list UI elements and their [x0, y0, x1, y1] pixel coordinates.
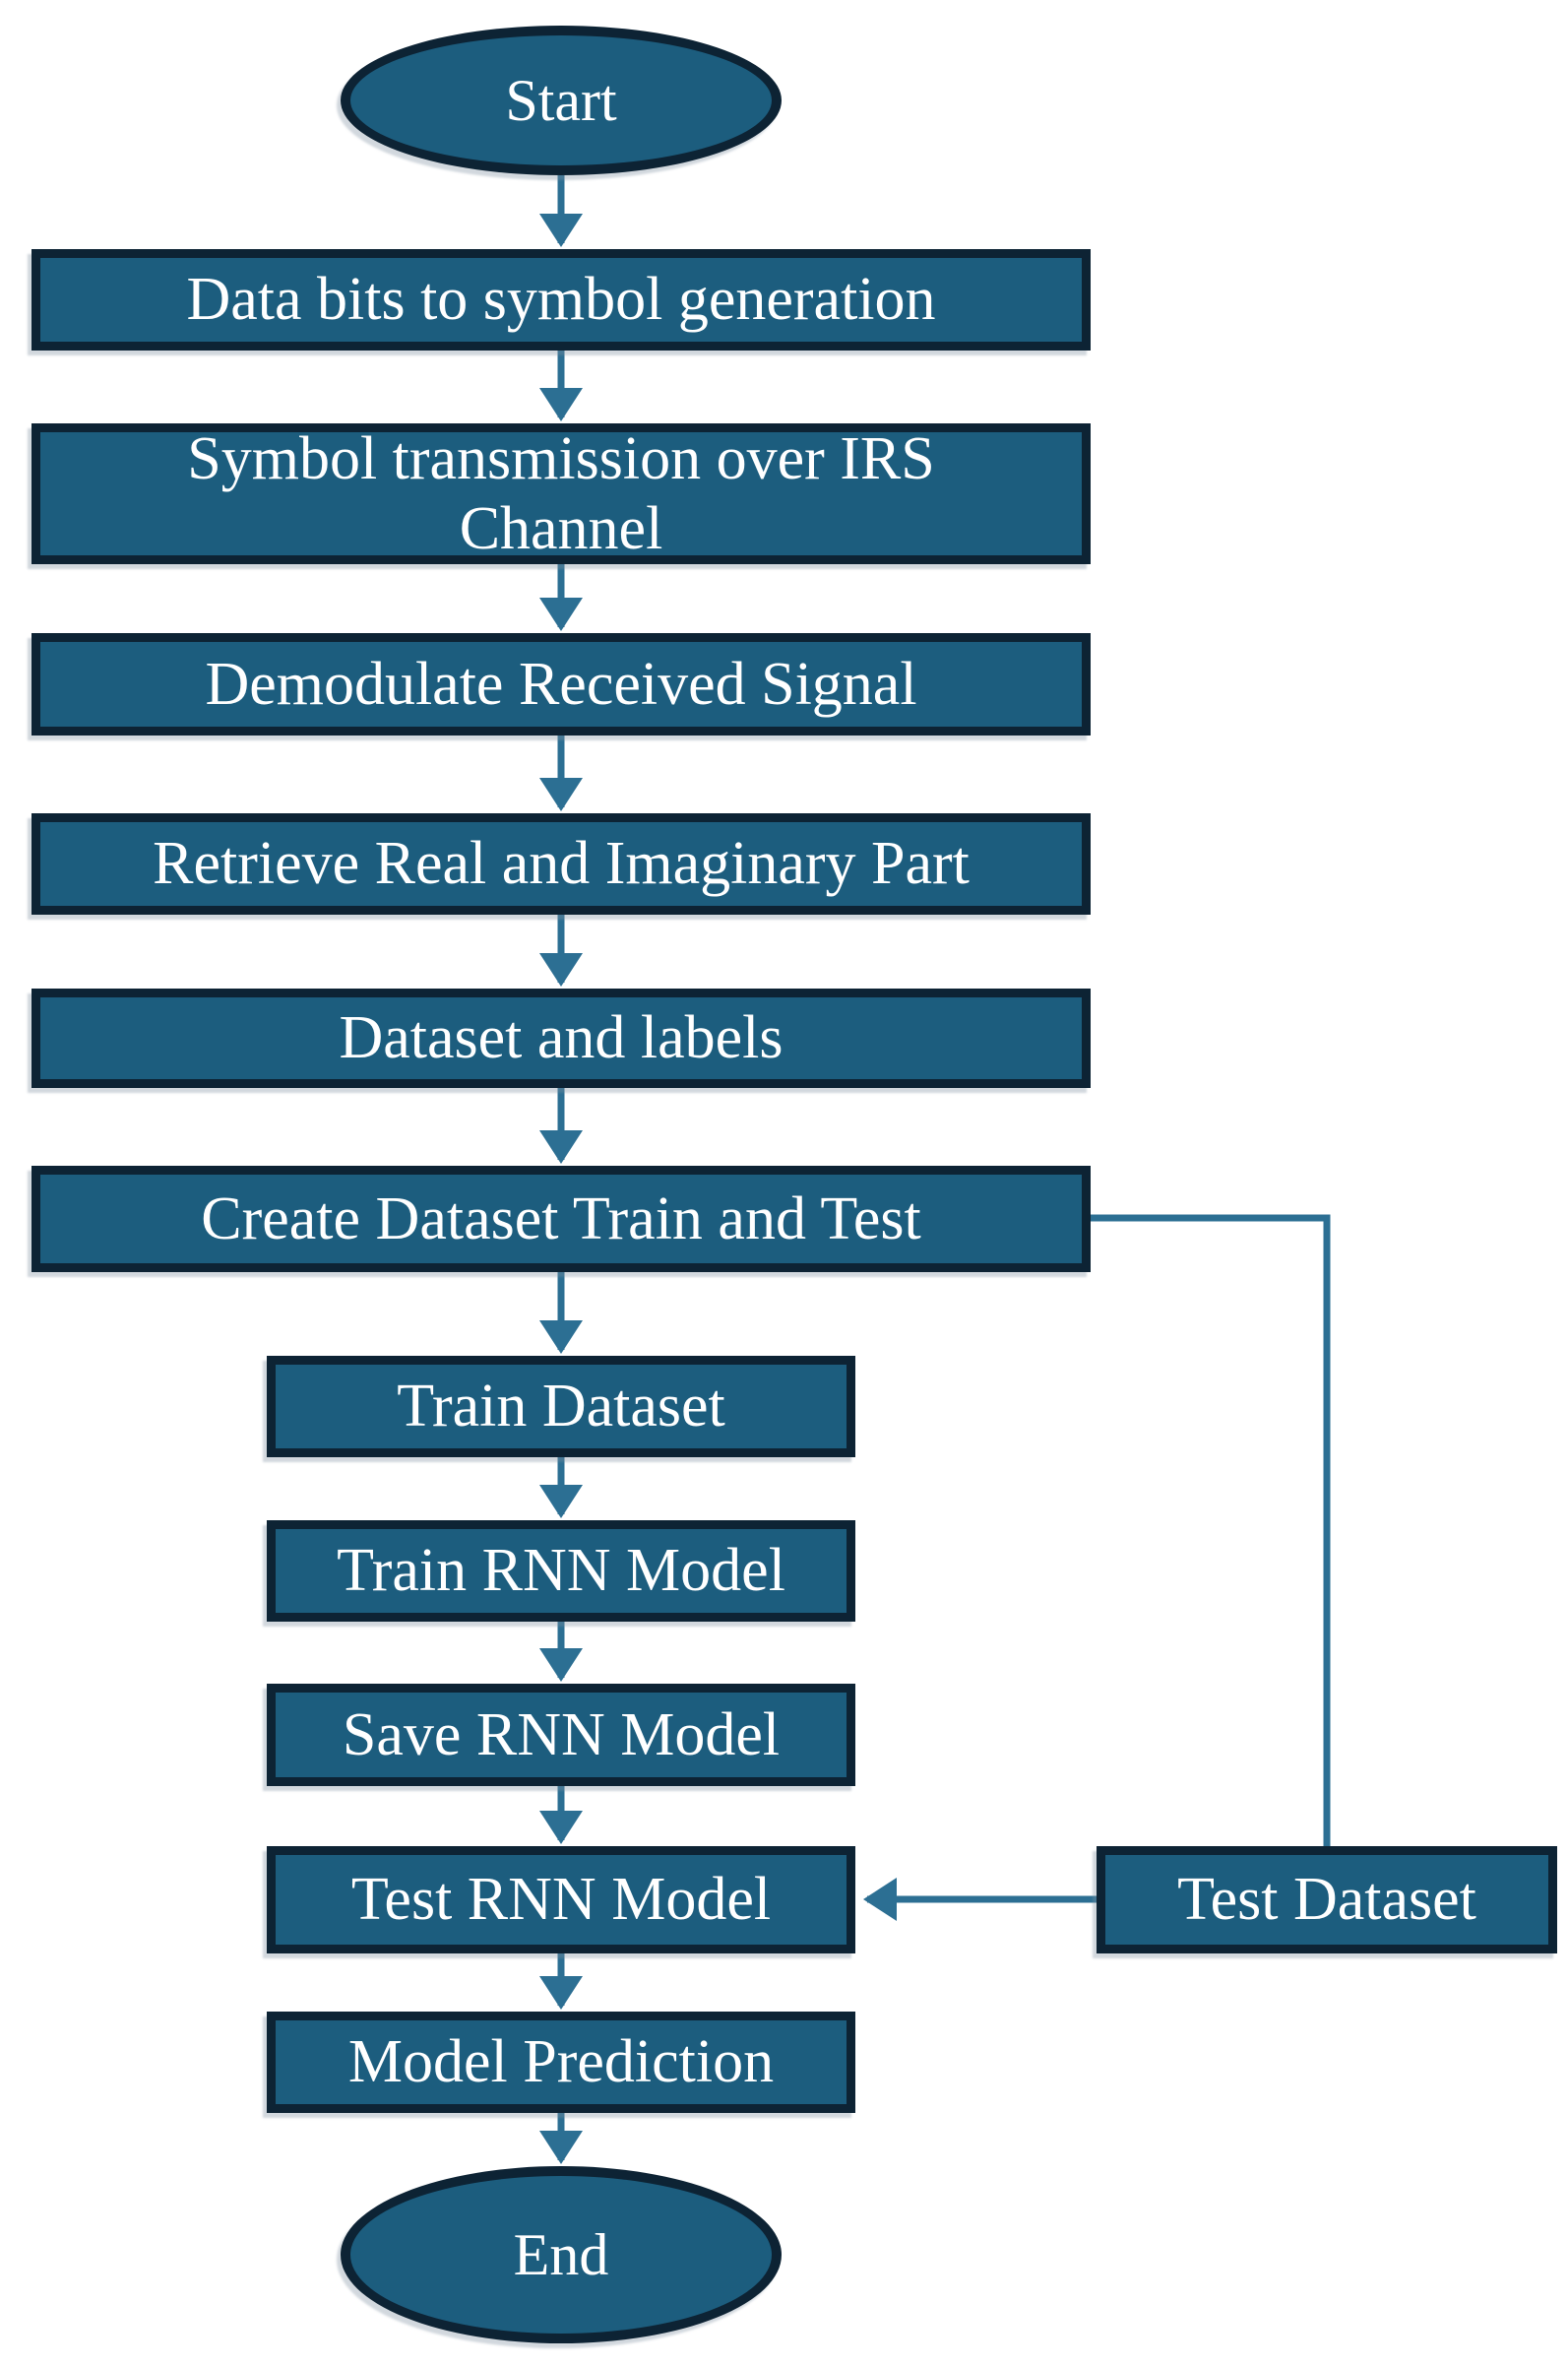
node-model-prediction-label: Model Prediction	[347, 2028, 775, 2095]
node-test-dataset: Test Dataset	[1097, 1846, 1557, 1953]
node-model-prediction: Model Prediction	[267, 2012, 855, 2113]
node-test-rnn-label: Test RNN Model	[350, 1866, 772, 1933]
node-demodulate-label: Demodulate Received Signal	[205, 650, 917, 718]
node-end-label: End	[513, 2221, 609, 2287]
node-start-label: Start	[505, 67, 617, 133]
node-end: End	[341, 2166, 782, 2343]
node-save-rnn-label: Save RNN Model	[342, 1700, 781, 1768]
node-demodulate: Demodulate Received Signal	[31, 633, 1091, 736]
node-create-dataset-label: Create Dataset Train and Test	[201, 1184, 921, 1252]
node-symbol-transmission: Symbol transmission over IRS Channel	[31, 423, 1091, 564]
node-dataset-labels: Dataset and labels	[31, 989, 1091, 1088]
node-train-rnn: Train RNN Model	[267, 1520, 855, 1622]
edge-create-dataset-to-test-dataset	[1091, 1214, 1331, 1848]
node-train-dataset-label: Train Dataset	[397, 1373, 725, 1439]
node-save-rnn: Save RNN Model	[267, 1684, 855, 1786]
node-test-rnn: Test RNN Model	[267, 1846, 855, 1953]
node-train-dataset: Train Dataset	[267, 1356, 855, 1457]
node-retrieve-label: Retrieve Real and Imaginary Part	[153, 830, 970, 897]
node-symbol-transmission-label: Symbol transmission over IRS Channel	[187, 424, 935, 562]
node-retrieve: Retrieve Real and Imaginary Part	[31, 813, 1091, 915]
node-test-dataset-label: Test Dataset	[1177, 1866, 1476, 1933]
node-data-bits: Data bits to symbol generation	[31, 249, 1091, 351]
node-dataset-labels-label: Dataset and labels	[339, 1004, 784, 1071]
node-train-rnn-label: Train RNN Model	[337, 1537, 785, 1604]
node-data-bits-label: Data bits to symbol generation	[186, 266, 936, 333]
node-create-dataset: Create Dataset Train and Test	[31, 1166, 1091, 1272]
node-start: Start	[341, 26, 782, 175]
